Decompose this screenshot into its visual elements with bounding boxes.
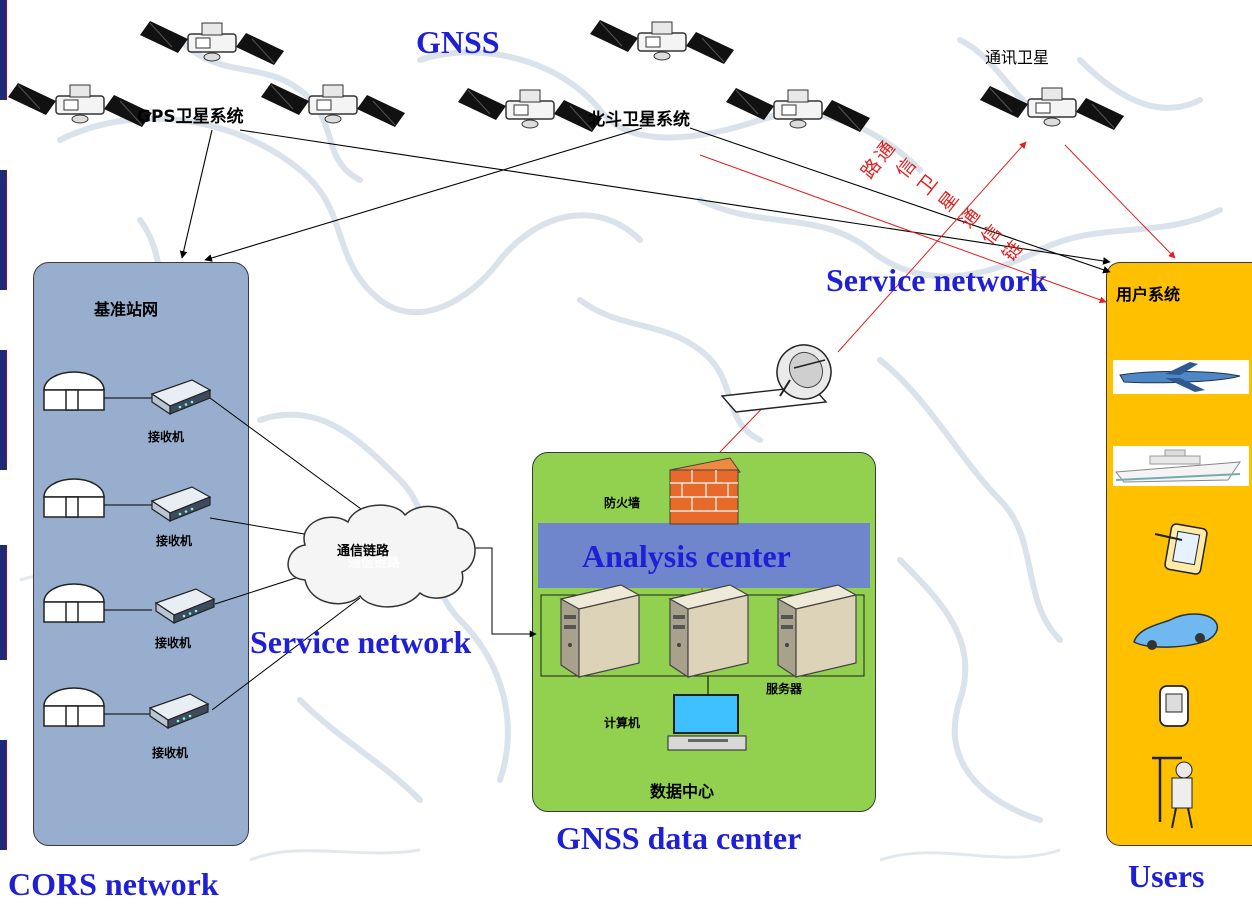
gps-satellite-icon: [7, 82, 153, 128]
edge-tab: [0, 170, 7, 290]
gps-satellite-icon: [139, 20, 285, 66]
computer-label: 计算机: [604, 716, 641, 730]
communication-satellite-icon: [979, 85, 1125, 131]
server-icon: [560, 584, 640, 678]
tablet-icon: [1154, 523, 1208, 575]
analysis-center-label: Analysis center: [582, 538, 791, 574]
computer-icon: [667, 694, 747, 751]
beidou-satellite-icon: [457, 87, 603, 133]
cors-network-panel: [33, 262, 249, 846]
gnss-title: GNSS: [416, 24, 500, 60]
cors-network-label: CORS network: [8, 866, 219, 902]
gnss-data-center-label: GNSS data center: [556, 820, 802, 856]
server-icon: [777, 584, 857, 678]
cloud-label: 通信链路: [337, 544, 390, 559]
reference-station-dome-icon: [43, 687, 105, 727]
cloud-shadow-label: 通信链路: [348, 556, 401, 571]
receiver-icon: [151, 486, 211, 522]
service-network-top-label: Service network: [826, 262, 1048, 298]
firewall-label: 防火墙: [604, 496, 641, 510]
surveyor-icon: [1152, 756, 1193, 829]
cloud-icon: [287, 504, 476, 608]
beidou-satellite-icon: [589, 19, 735, 65]
firewall-icon: [669, 457, 741, 525]
airplane-icon: [1119, 362, 1241, 392]
gps-system-label: GPS卫星系统: [137, 107, 244, 127]
satellite-dish-icon: [720, 344, 832, 413]
receiver-label-1: 接收机: [148, 430, 185, 444]
edge-tab: [0, 0, 7, 100]
cors-panel-title: 基准站网: [94, 300, 159, 319]
comm-satellite-label: 通讯卫星: [985, 48, 1050, 67]
beidou-system-label: 北斗卫星系统: [588, 110, 690, 130]
data-center-panel-title: 数据中心: [650, 782, 715, 801]
beidou-satellite-icon: [725, 87, 871, 133]
handheld-gps-icon: [1159, 685, 1189, 727]
edge-tab: [0, 545, 7, 660]
receiver-label-4: 接收机: [152, 746, 189, 760]
analysis-center-bar: [538, 523, 870, 588]
ship-icon: [1115, 449, 1241, 483]
car-icon: [1133, 613, 1219, 650]
receiver-label-3: 接收机: [155, 636, 192, 650]
reference-station-dome-icon: [43, 371, 105, 411]
receiver-label-2: 接收机: [156, 534, 193, 548]
reference-station-dome-icon: [43, 583, 105, 623]
receiver-icon: [149, 693, 209, 729]
servers-label: 服务器: [766, 682, 803, 696]
reference-station-dome-icon: [43, 478, 105, 518]
receiver-icon: [155, 588, 215, 624]
server-icon: [669, 584, 749, 678]
user-system-title: 用户系统: [1116, 285, 1181, 304]
receiver-icon: [151, 379, 211, 415]
edge-tab: [0, 740, 7, 850]
gps-satellite-icon: [260, 82, 406, 128]
users-label: Users: [1128, 858, 1205, 894]
edge-tab: [0, 350, 7, 470]
service-network-mid-label: Service network: [250, 624, 472, 660]
